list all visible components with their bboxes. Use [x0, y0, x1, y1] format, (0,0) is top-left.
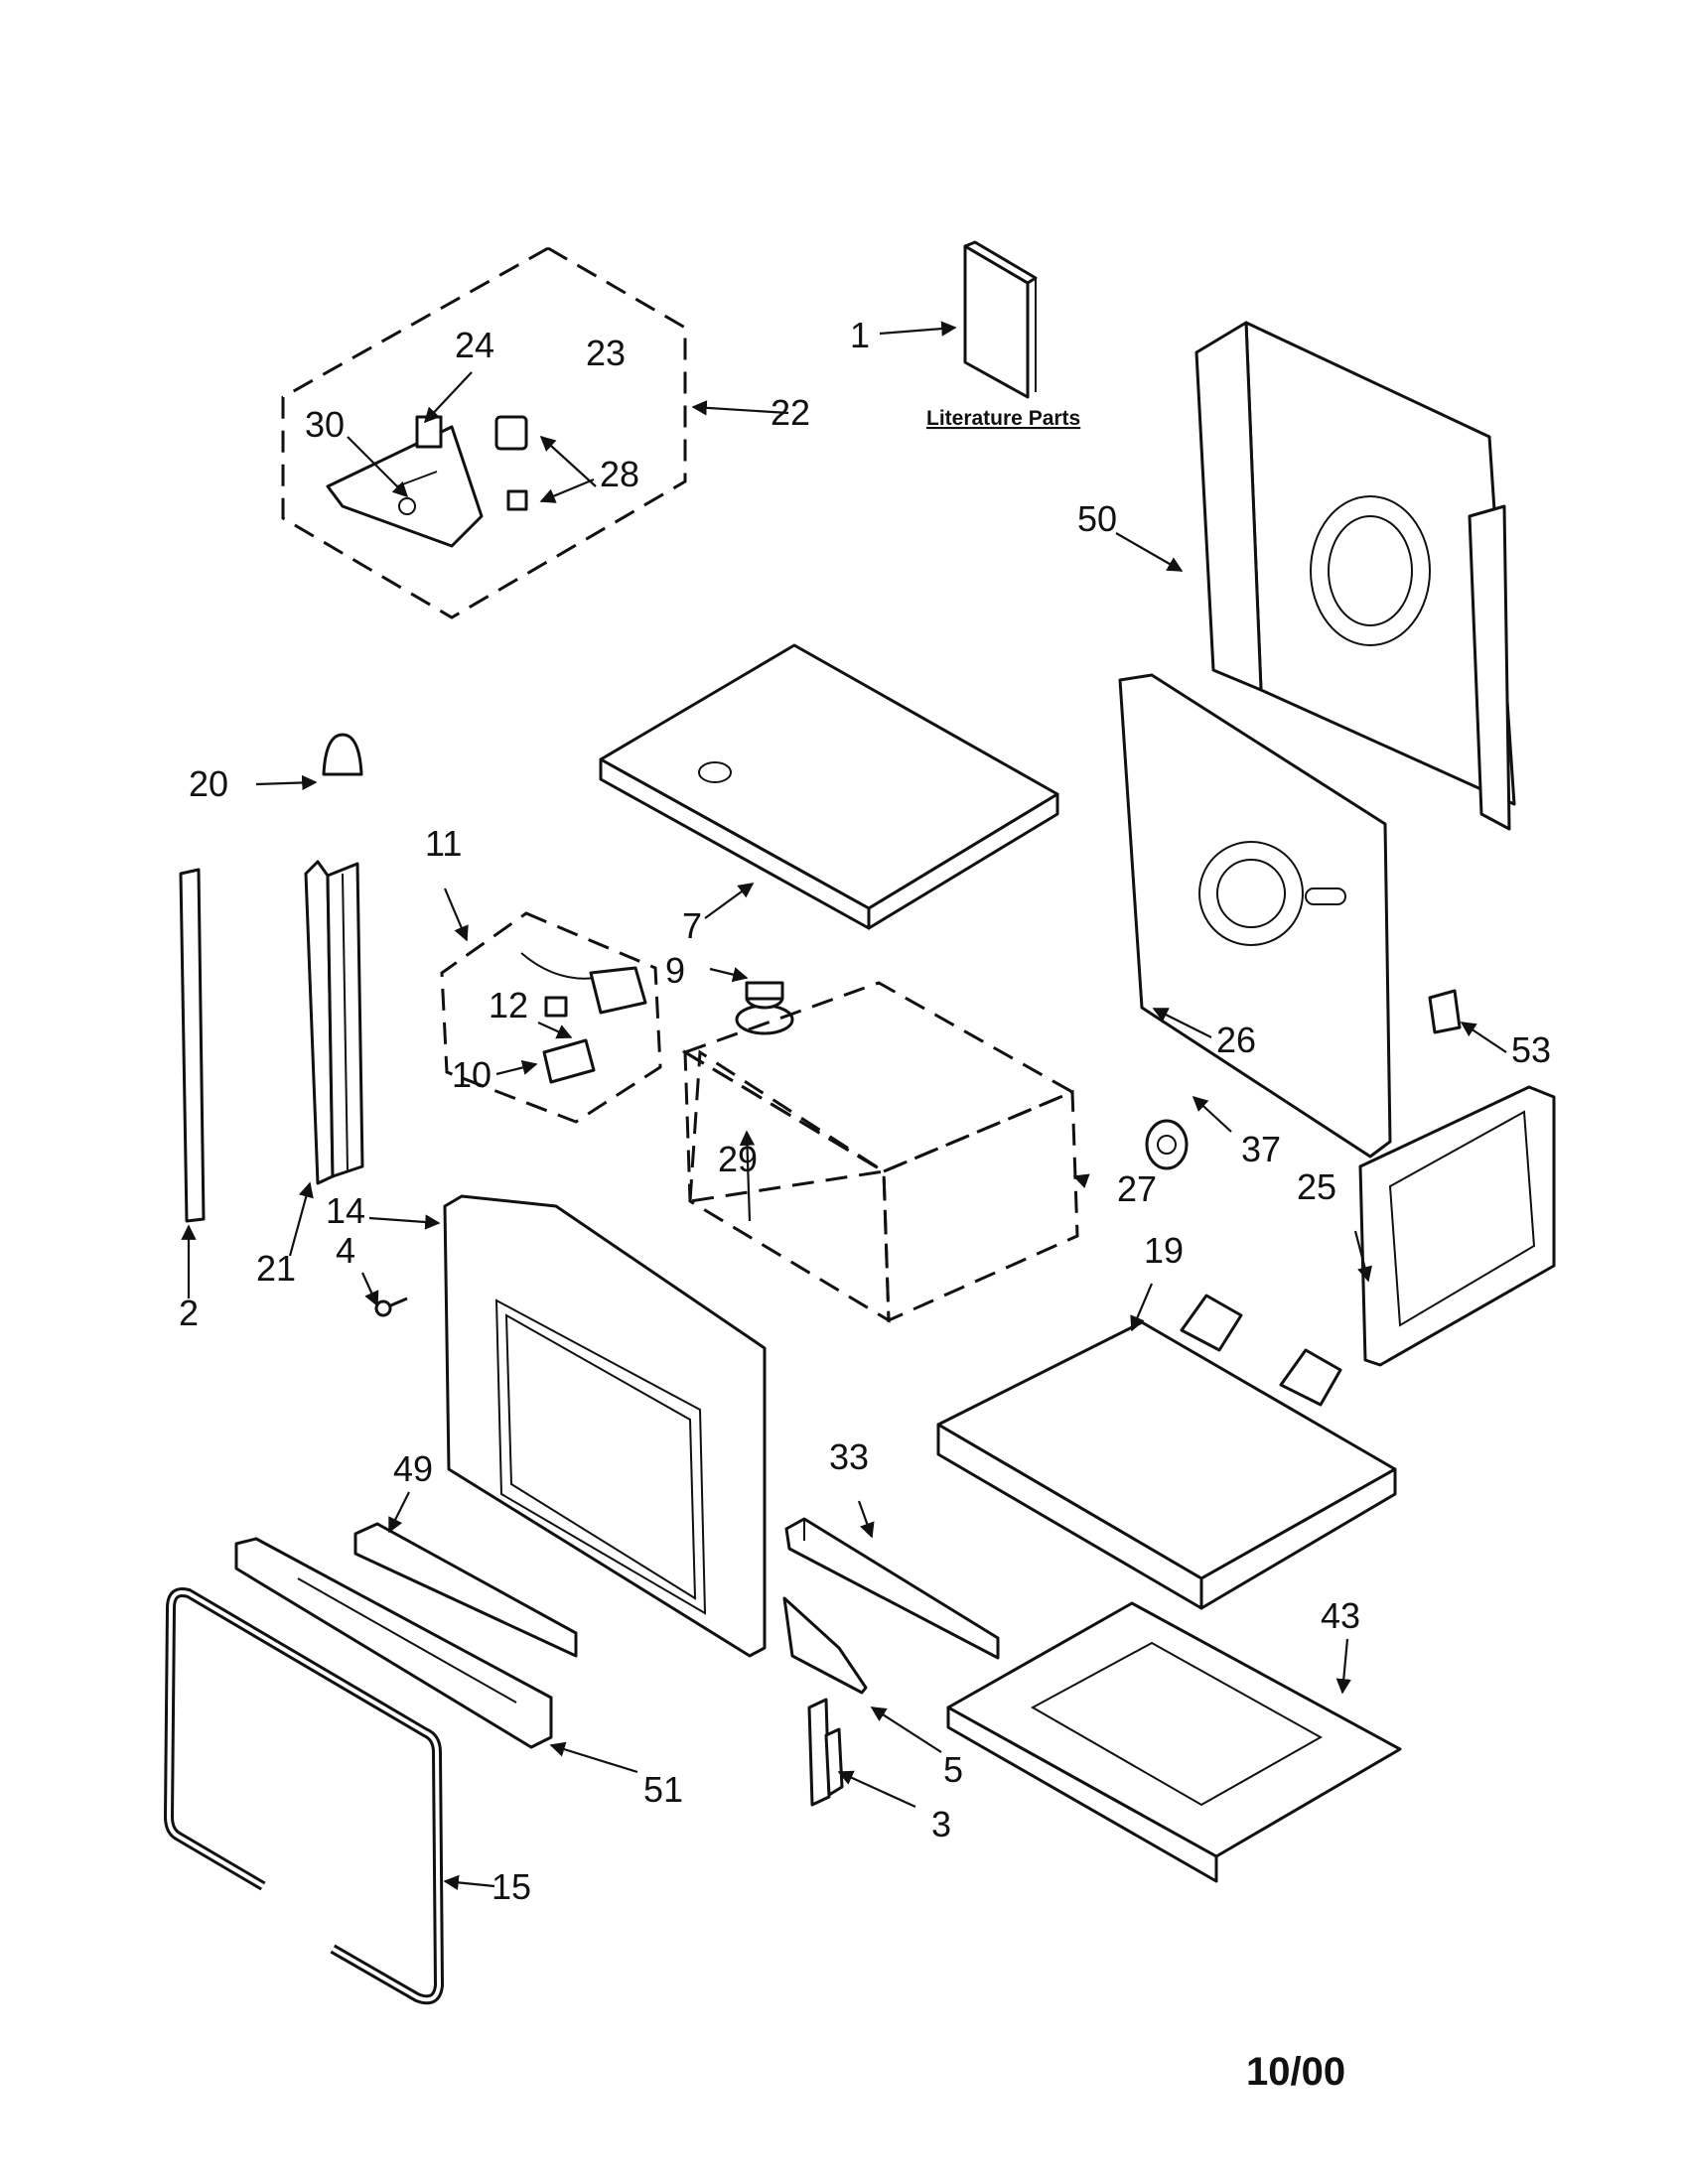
part-label-2: 2: [179, 1293, 199, 1333]
inner-back-wall-part: [1118, 673, 1392, 1159]
thermal-switch-part: [1145, 1119, 1189, 1170]
part-label-28: 28: [600, 454, 639, 494]
part-labels: Literature Parts 1 22 23 24 30 28 50 20 …: [179, 315, 1551, 2094]
part-label-7: 7: [682, 905, 702, 946]
date-code: 10/00: [1246, 2050, 1345, 2094]
part-label-1: 1: [850, 315, 870, 355]
wire-harness-group: [440, 911, 662, 1124]
part-label-5: 5: [943, 1749, 963, 1790]
trim-strip-part: [179, 868, 206, 1223]
literature-parts-label: Literature Parts: [926, 407, 1080, 430]
part-label-4: 4: [336, 1230, 355, 1271]
bracket-33-part: [784, 1517, 1000, 1660]
bracket-3-part: [807, 1698, 844, 1807]
front-frame-part: [443, 1194, 767, 1658]
part-label-43: 43: [1321, 1595, 1360, 1636]
part-label-29: 29: [718, 1139, 758, 1179]
oven-cavity-group: [681, 981, 1079, 1323]
bracket-5-part: [782, 1596, 868, 1695]
part-label-15: 15: [491, 1866, 531, 1907]
leader-lines: [181, 321, 1507, 1891]
vent-trim-part: [234, 1537, 553, 1749]
heat-shield-part: [322, 733, 363, 776]
rear-panel-part: [1194, 321, 1516, 831]
literature-parts-booklet: [963, 240, 1038, 399]
part-label-3: 3: [931, 1804, 951, 1844]
part-label-19: 19: [1144, 1230, 1184, 1271]
part-label-30: 30: [305, 404, 345, 445]
part-label-10: 10: [452, 1054, 491, 1095]
part-label-25: 25: [1297, 1166, 1336, 1207]
control-panel-part: [326, 415, 528, 548]
part-label-33: 33: [829, 1436, 869, 1477]
thermostat-part: [735, 981, 794, 1035]
part-label-11: 11: [425, 823, 462, 864]
side-panel-part: [304, 860, 364, 1185]
part-label-9: 9: [665, 950, 685, 991]
part-label-21: 21: [256, 1248, 296, 1289]
part-label-53: 53: [1511, 1029, 1551, 1070]
bottom-panel-part: [936, 1294, 1397, 1610]
part-label-23: 23: [586, 333, 626, 373]
part-label-51: 51: [643, 1769, 683, 1810]
part-label-14: 14: [326, 1190, 365, 1231]
access-panel-part: [1358, 1085, 1556, 1367]
part-label-50: 50: [1077, 498, 1117, 539]
top-panel-part: [599, 643, 1059, 930]
trim-49-part: [353, 1522, 578, 1658]
part-label-37: 37: [1241, 1129, 1281, 1169]
screw-part: [374, 1297, 408, 1317]
part-label-49: 49: [393, 1448, 433, 1489]
bottom-tray-part: [946, 1601, 1402, 1883]
part-label-27: 27: [1117, 1168, 1157, 1209]
part-label-20: 20: [189, 763, 228, 804]
bracket-53-part: [1428, 989, 1462, 1034]
part-label-24: 24: [455, 325, 494, 365]
part-label-26: 26: [1216, 1020, 1256, 1060]
part-label-22: 22: [771, 392, 810, 433]
part-label-12: 12: [489, 985, 528, 1025]
